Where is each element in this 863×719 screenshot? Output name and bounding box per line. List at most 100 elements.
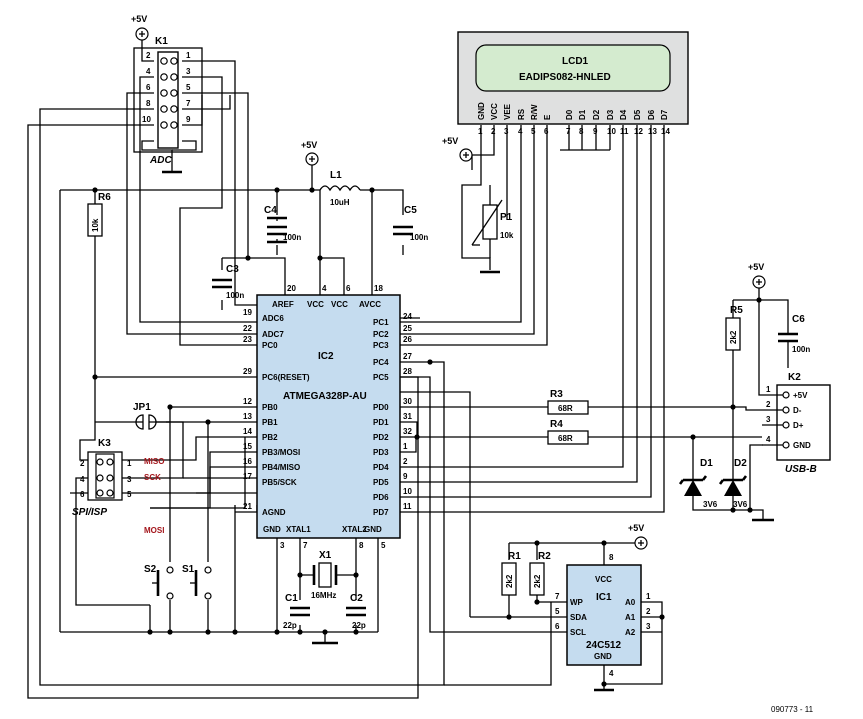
ic2-pin-name: PD4 [373,463,389,472]
resistor-r1: R1 2k2 [501,551,521,596]
k2-pin-name: D+ [793,421,804,430]
lcd-pin-number: 11 [620,127,629,136]
resistor-r6: R6 10k [87,192,111,237]
ic2-pin-name: PB0 [262,403,278,412]
ic2-ref: IC2 [318,351,334,362]
ic1-pin-number: 2 [646,607,651,616]
k1-pin: 4 [146,67,151,76]
k2-pin-name: GND [793,441,811,450]
resistor-r2: R2 2k2 [529,551,551,596]
capacitor-c5: C5 100n [393,205,428,242]
lcd-pin-number: 6 [544,127,549,136]
ic1-pin-number: 3 [646,622,651,631]
ic1-pin-name: SDA [570,613,587,622]
ic2-pin-number: 31 [403,412,412,421]
k1-connector: K1 ADC 2 4 6 8 10 1 3 5 7 9 [133,36,203,166]
power-5v-lcd: +5V [442,136,473,162]
capacitor-c2: C2 22p [346,593,366,630]
ic2-pin-name: PC5 [373,373,389,382]
k2-pin-name: +5V [793,391,808,400]
power-5v-usb: +5V [748,262,766,289]
ic2-pin-number: 29 [243,367,252,376]
ic2-pin-number: 28 [403,367,412,376]
capacitor-c3: C3 100n [212,264,244,300]
ic1-chip: VCC 8 IC1 24C512 GND 4 [566,553,642,678]
k2-pin-number: 4 [766,435,771,444]
x1-value: 16MHz [311,591,336,600]
lcd-pin-number: 14 [661,127,670,136]
ic1-gnd-num: 4 [609,669,614,678]
ic1-vcc-label: VCC [595,575,612,584]
ic2-pin-number: 12 [243,397,252,406]
ic2-pin-number: 9 [403,472,408,481]
ic2-pin-number: 2 [403,457,408,466]
lcd-pin-number: 8 [579,127,584,136]
ic2-pin-number: 10 [403,487,412,496]
ic2-pin-name: PB5/SCK [262,478,297,487]
d1-value: 3V6 [703,500,718,509]
k3-ref: K3 [98,438,111,449]
x1-ref: X1 [319,550,332,561]
ic2-pin-name: AGND [262,508,286,517]
k2-pin-contact [782,406,790,414]
ic1-pin-name: A1 [625,613,636,622]
k1-pin: 1 [186,51,191,60]
ic2-pin-name: PD7 [373,508,389,517]
ic2-pin-number: 32 [403,427,412,436]
ground-symbols [162,170,774,692]
resistor-r5: R5 2k2 [725,305,743,351]
ic1-pin-number: 6 [555,622,560,631]
lcd-pin-number: 12 [634,127,643,136]
ic2-pin-name: PB2 [262,433,278,442]
signal-miso: MISO [144,457,164,466]
ic2-pin-number: 30 [403,397,412,406]
ic2-pin-name: XTAL2 [342,525,367,534]
power-5v-eeprom: +5V [628,523,648,550]
k1-pin: 9 [186,115,191,124]
k2-pin-name: D- [793,406,802,415]
ic2-pin-name: PB4/MISO [262,463,300,472]
ic2-pin-number: 13 [243,412,252,421]
c2-ref: C2 [350,593,363,604]
k3-connector: K3 SPI/ISP 2 4 6 1 3 5 MISO SCK MOSI [72,438,164,535]
lcd-pin-name: D6 [647,109,656,120]
ic1-pin-number: 1 [646,592,651,601]
ic1-pin-number: 5 [555,607,560,616]
lcd-pin-name: D7 [660,109,669,120]
k3-pin: 2 [80,459,85,468]
power-5v-k1: +5V [131,14,149,41]
c6-value: 100n [792,345,810,354]
signal-mosi: MOSI [144,526,164,535]
lcd-module: LCD1 EADIPS082-HNLED [457,31,689,125]
r4-value: 68R [558,434,573,443]
r3-value: 68R [558,404,573,413]
k1-pin: 5 [186,83,191,92]
ic1-pin-number: 7 [555,592,560,601]
s1-ref: S1 [182,564,195,575]
ic2-pin-number: 27 [403,352,412,361]
lcd-pin-name: D3 [606,109,615,120]
ic2-pin-name: PB1 [262,418,278,427]
r2-ref: R2 [538,551,551,562]
k1-pin: 6 [146,83,151,92]
ic2-pin-name: PD0 [373,403,389,412]
ic2-pin-number: 4 [322,284,327,293]
ic2-pin-name: VCC [307,300,324,309]
capacitor-c4: C4 100n [264,205,301,244]
power-label: +5V [748,262,764,272]
diode-d2: D2 3V6 [718,458,748,509]
c5-ref: C5 [404,205,417,216]
lcd-ref: LCD1 [562,56,589,67]
k2-pin-number: 1 [766,385,771,394]
r1-value: 2k2 [505,574,514,588]
k1-pin: 8 [146,99,151,108]
r3-ref: R3 [550,389,563,400]
r4-ref: R4 [550,419,563,430]
c1-ref: C1 [285,593,298,604]
s2-ref: S2 [144,564,157,575]
lcd-pin-number: 2 [491,127,496,136]
lcd-pin-name: D4 [619,109,628,120]
d1-ref: D1 [700,458,713,469]
lcd-pin-name: VEE [503,103,512,120]
